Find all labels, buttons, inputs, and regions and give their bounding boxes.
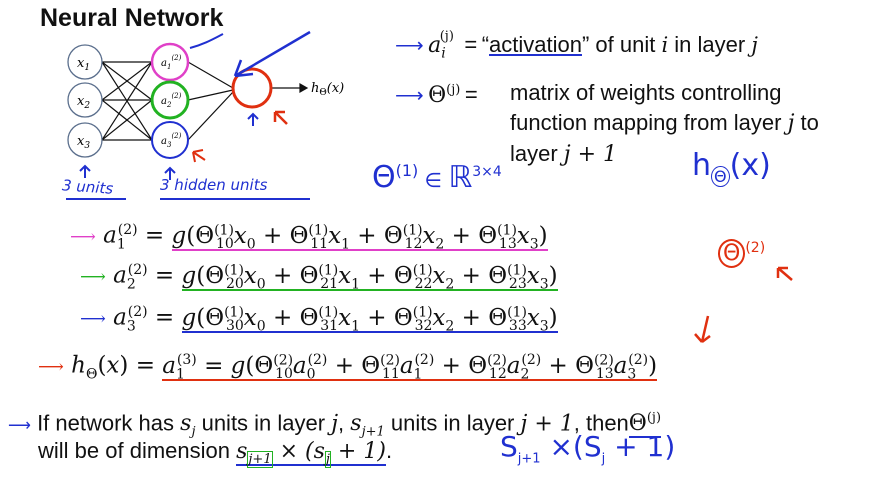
bullet-text-e: , then (573, 410, 629, 436)
hidden1-pointer (189, 33, 224, 49)
bullet-text-a: If network has (37, 410, 181, 436)
theta-line1: matrix of weights controlling (510, 80, 782, 105)
output-red-arrow (273, 110, 288, 125)
bullet-text-b: units in layer (195, 410, 332, 436)
three-units-note: 3 units (61, 176, 114, 198)
hidden-output-edges (187, 61, 309, 141)
var-i: i (661, 33, 669, 57)
theta-symbol: Θ(j) (428, 82, 461, 108)
output-node (231, 67, 273, 109)
theta-definition-text: matrix of weights controlling function m… (510, 78, 819, 170)
inputs-up-arrow (79, 164, 91, 178)
definition-theta: ⟶ Θ(j) = (395, 80, 478, 110)
dimension-bullet-line2: will be of dimension sj+1 × (sj + 1). (38, 436, 392, 475)
theta-line3-a: layer (510, 141, 564, 166)
theta-line2-b: to (794, 110, 819, 135)
theta-line2-j: j (787, 111, 795, 136)
var-j: j (751, 33, 758, 57)
activation-mid: in layer (668, 32, 752, 57)
units-underline (66, 198, 126, 200)
theta-line2: function mapping from layer j to (510, 108, 819, 139)
hidden3-red-arrow (192, 149, 206, 163)
bullet-text-line2: will be of dimension (38, 438, 237, 463)
slide-title: Neural Network (40, 4, 224, 32)
dimension-bullet-line1: ⟶ If network has sj units in layer j, sj… (8, 404, 662, 448)
bullet-arrow-icon: ⟶ (395, 35, 424, 57)
theta-line3-expr: j + 1 (563, 142, 618, 167)
bullet-arrow-icon: ⟶ (8, 417, 31, 435)
dimension-expr: sj+1 × (sj + 1) (236, 439, 386, 469)
theta-equals: = (464, 82, 478, 107)
input-node-x2 (67, 82, 103, 118)
bullet-arrow-icon: ⟶ (395, 85, 424, 107)
blue-arrow-icon: ⟶ (80, 308, 106, 330)
s-j-plus-1: sj+1 (350, 411, 385, 440)
j-var: j (331, 411, 339, 437)
hidden-node-2 (150, 80, 190, 120)
equation-a2: ⟶ a2(2) = g(Θ(1)20x0 + Θ(1)21x1 + Θ(1)22… (80, 262, 558, 293)
hidden-underline (160, 198, 310, 200)
hidden-node-1 (150, 42, 190, 82)
bullet-period: . (385, 438, 393, 463)
dimension-hand-note: Sj+1 ×(Sj + 1) (500, 430, 676, 467)
input-node-x3 (67, 122, 103, 158)
theta-j-symbol: Θ(j) (628, 411, 662, 439)
theta-line2-a: function mapping from layer (510, 110, 788, 135)
input-hidden-edges (101, 61, 153, 141)
three-hidden-units-note: 3 hidden units (160, 176, 268, 194)
activation-equals: = (464, 32, 478, 57)
red-arrow-icon: ⟶ (38, 356, 64, 378)
output-label: hΘ(x) (311, 81, 344, 98)
definition-activation: ⟶ ai(j) = “activation” of unit i in laye… (395, 28, 758, 62)
green-arrow-icon: ⟶ (80, 266, 106, 288)
activation-symbol: ai(j) (428, 28, 454, 62)
theta-line3: layer j + 1 (510, 139, 819, 170)
s-j: sj (180, 411, 196, 440)
activation-text: ” of unit (581, 32, 662, 57)
equation-h: ⟶ hΘ(x) = a1(3) = g(Θ(2)10a0(2) + Θ(2)11… (38, 352, 658, 383)
bullet-text-d: units in layer (384, 410, 521, 436)
output-up-arrow (247, 112, 259, 126)
pink-arrow-icon: ⟶ (70, 226, 96, 248)
hidden-up-arrow (164, 166, 176, 180)
equation-a1: ⟶ a1(2) = g(Θ(1)10x0 + Θ(1)11x1 + Θ(1)12… (70, 222, 548, 253)
theta-dim-note: Θ(1) ∈ ℝ3×4 (372, 160, 502, 195)
input-node-x1 (67, 44, 103, 80)
j-plus-1: j + 1 (520, 411, 574, 437)
theta2-note: Θ(2) (718, 239, 765, 269)
bullet-text-c: , (338, 410, 351, 436)
quote-open: “ (481, 32, 490, 57)
big-blue-arrow (233, 30, 311, 78)
network-diagram: x1 x2 x3 a1(2) a2(2) a3(2) hΘ(x) (67, 30, 344, 180)
theta2-arrow-icon (776, 266, 793, 281)
activation-word: activation (489, 32, 582, 57)
down-red-arrow-icon (694, 315, 711, 343)
hidden-node-3 (151, 121, 189, 159)
equation-a3: ⟶ a3(2) = g(Θ(1)30x0 + Θ(1)31x1 + Θ(1)32… (80, 304, 558, 335)
